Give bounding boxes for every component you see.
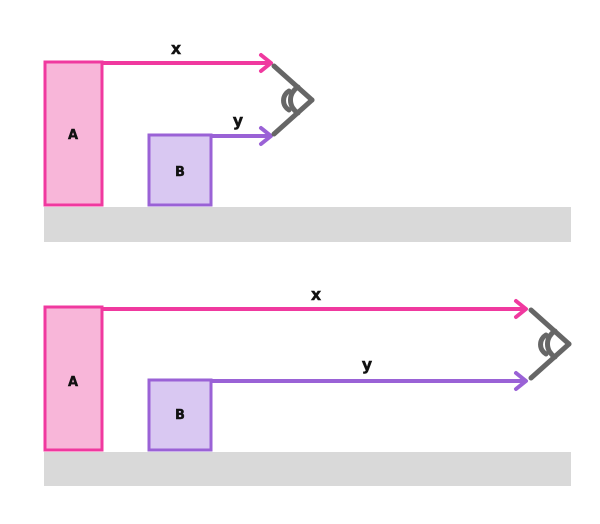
box-a-label: A: [68, 375, 78, 390]
arrow-x-label: x: [171, 39, 182, 58]
arrow-x: [102, 53, 273, 73]
arrow-x: [102, 299, 528, 319]
arrow-y-label: y: [233, 111, 244, 130]
box-a-label: A: [68, 128, 78, 143]
panel-far-observer: A B x y: [43, 285, 572, 486]
box-b-label: B: [175, 165, 185, 180]
arrow-y: [211, 371, 528, 391]
arrow-y: [211, 126, 273, 146]
ground: [44, 207, 571, 242]
arrow-y-label: y: [362, 355, 373, 374]
ground: [44, 452, 571, 486]
arrow-x-label: x: [311, 285, 322, 304]
box-b-label: B: [175, 408, 185, 423]
eye-icon: [528, 307, 572, 381]
box-b: [147, 378, 213, 452]
box-a: [43, 305, 104, 452]
eye-icon: [271, 63, 315, 137]
box-a: [43, 60, 104, 207]
box-b: [147, 133, 213, 207]
panel-near-observer: A B x y: [43, 39, 571, 242]
